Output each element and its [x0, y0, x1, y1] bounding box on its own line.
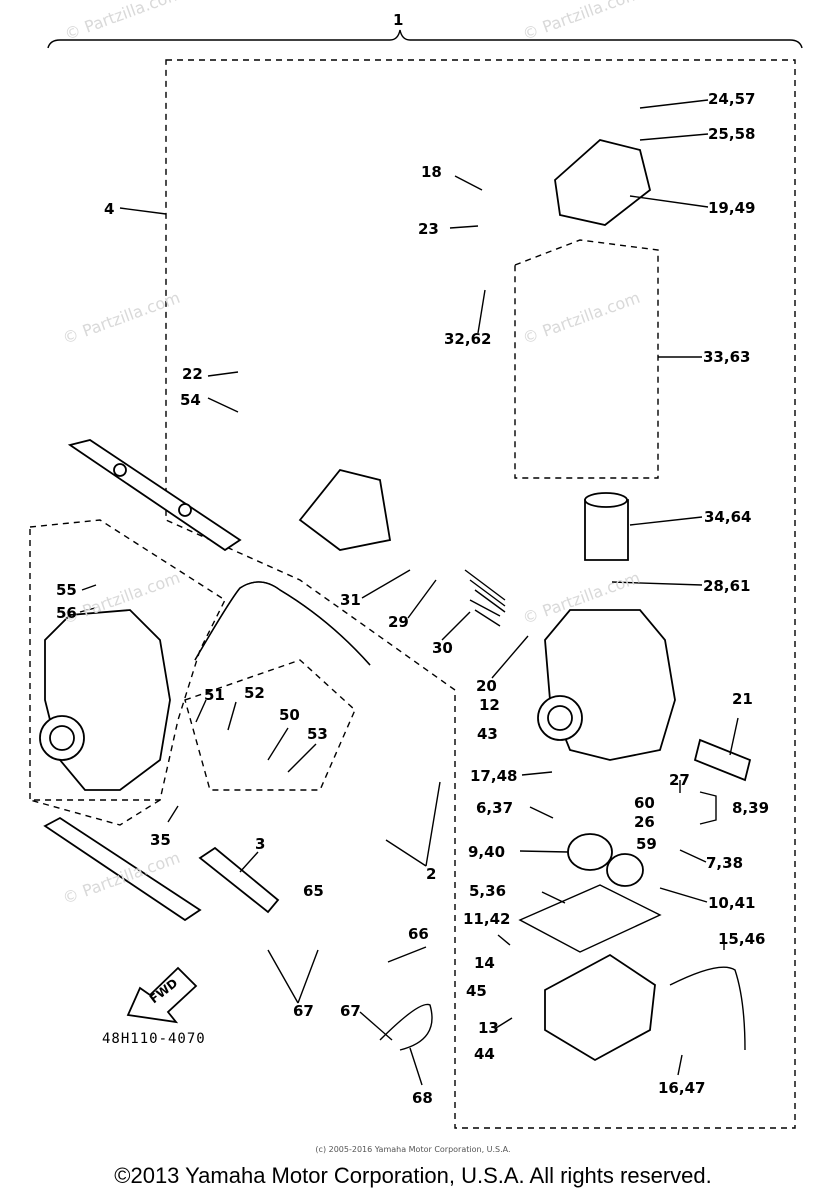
callout-66: 66: [408, 925, 429, 943]
callout-12: 12: [479, 696, 500, 714]
callout-56: 56: [56, 604, 77, 622]
callout-28-61: 28,61: [703, 577, 751, 595]
callout-1: 1: [393, 11, 404, 29]
callout-13: 13: [478, 1019, 499, 1037]
callout-52: 52: [244, 684, 265, 702]
callout-35: 35: [150, 831, 171, 849]
callout-21: 21: [732, 690, 753, 708]
callout-10-41: 10,41: [708, 894, 756, 912]
callout-32-62: 32,62: [444, 330, 492, 348]
callout-29: 29: [388, 613, 409, 631]
callout-26: 26: [634, 813, 655, 831]
callout-18: 18: [421, 163, 442, 181]
callout-17-48: 17,48: [470, 767, 518, 785]
callout-45: 45: [466, 982, 487, 1000]
callout-54: 54: [180, 391, 201, 409]
callout-19-49: 19,49: [708, 199, 756, 217]
callout-7-38: 7,38: [706, 854, 744, 872]
callout-31: 31: [340, 591, 361, 609]
callout-24-57: 24,57: [708, 90, 756, 108]
callout-25-58: 25,58: [708, 125, 756, 143]
callout-67b: 67: [340, 1002, 361, 1020]
callout-68: 68: [412, 1089, 433, 1107]
callout-11-42: 11,42: [463, 910, 511, 928]
callout-60: 60: [634, 794, 655, 812]
callout-14: 14: [474, 954, 495, 972]
small-copyright: (c) 2005-2016 Yamaha Motor Corporation, …: [315, 1145, 511, 1154]
callout-6-37: 6,37: [476, 799, 514, 817]
callout-34-64: 34,64: [704, 508, 752, 526]
callout-27: 27: [669, 771, 690, 789]
callout-3: 3: [255, 835, 266, 853]
callout-65: 65: [303, 882, 324, 900]
callout-55: 55: [56, 581, 77, 599]
callout-22: 22: [182, 365, 203, 383]
callout-9-40: 9,40: [468, 843, 506, 861]
callout-23: 23: [418, 220, 439, 238]
callout-33-63: 33,63: [703, 348, 751, 366]
callout-16-47: 16,47: [658, 1079, 706, 1097]
callout-53: 53: [307, 725, 328, 743]
callout-2: 2: [426, 865, 437, 883]
copyright-notice: ©2013 Yamaha Motor Corporation, U.S.A. A…: [114, 1163, 712, 1188]
callout-20: 20: [476, 677, 497, 695]
callout-59: 59: [636, 835, 657, 853]
drawing-code: 48H110-4070: [102, 1031, 206, 1047]
callout-8-39: 8,39: [732, 799, 770, 817]
callout-43: 43: [477, 725, 498, 743]
callout-30: 30: [432, 639, 453, 657]
callout-51: 51: [204, 686, 225, 704]
callout-50: 50: [279, 706, 300, 724]
callout-67a: 67: [293, 1002, 314, 1020]
callout-5-36: 5,36: [469, 882, 507, 900]
callout-15-46: 15,46: [718, 930, 766, 948]
callout-4: 4: [104, 200, 115, 218]
callout-44: 44: [474, 1045, 495, 1063]
